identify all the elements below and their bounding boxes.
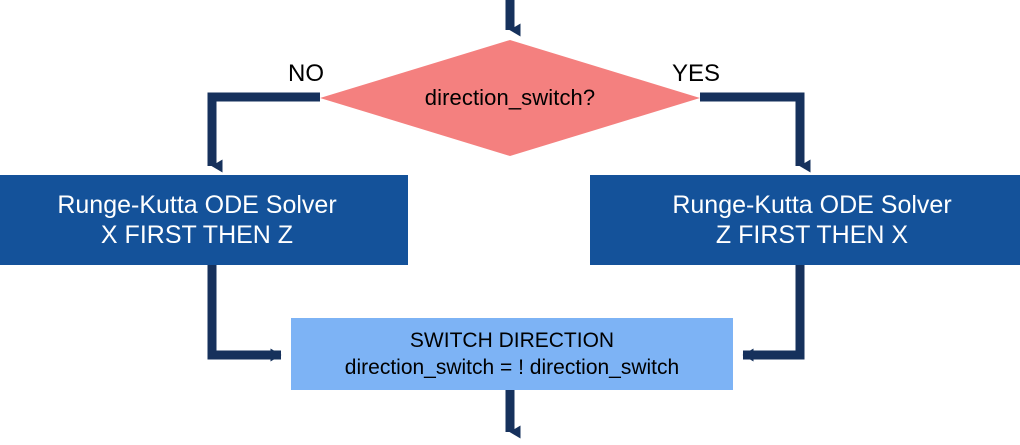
switch-direction-line-2: direction_switch = ! direction_switch [344, 356, 680, 379]
decision-node-label: direction_switch? [424, 85, 596, 110]
edge-solver-right-to-switch [742, 265, 805, 362]
switch-direction-line-1: SWITCH DIRECTION [409, 328, 615, 352]
process-node-solver-x-first[interactable]: Runge-Kutta ODE Solver X FIRST THEN Z [0, 175, 408, 265]
process-node-switch-direction[interactable]: SWITCH DIRECTION direction_switch = ! di… [291, 318, 733, 390]
edge-solver-left-to-switch [207, 265, 282, 362]
edge-no-to-solver-left [207, 92, 320, 173]
solver-right-line-2: Z FIRST THEN X [715, 221, 909, 249]
solver-right-line-1: Runge-Kutta ODE Solver [672, 190, 952, 219]
solver-left-line-2: X FIRST THEN Z [100, 221, 294, 249]
decision-node-direction-switch[interactable]: direction_switch? [320, 40, 700, 156]
edge-label-no: NO [288, 60, 324, 87]
solver-left-line-1: Runge-Kutta ODE Solver [57, 190, 337, 219]
edge-label-yes: YES [672, 60, 721, 87]
process-node-solver-z-first[interactable]: Runge-Kutta ODE Solver Z FIRST THEN X [590, 175, 1020, 265]
edge-yes-to-solver-right [700, 92, 811, 173]
